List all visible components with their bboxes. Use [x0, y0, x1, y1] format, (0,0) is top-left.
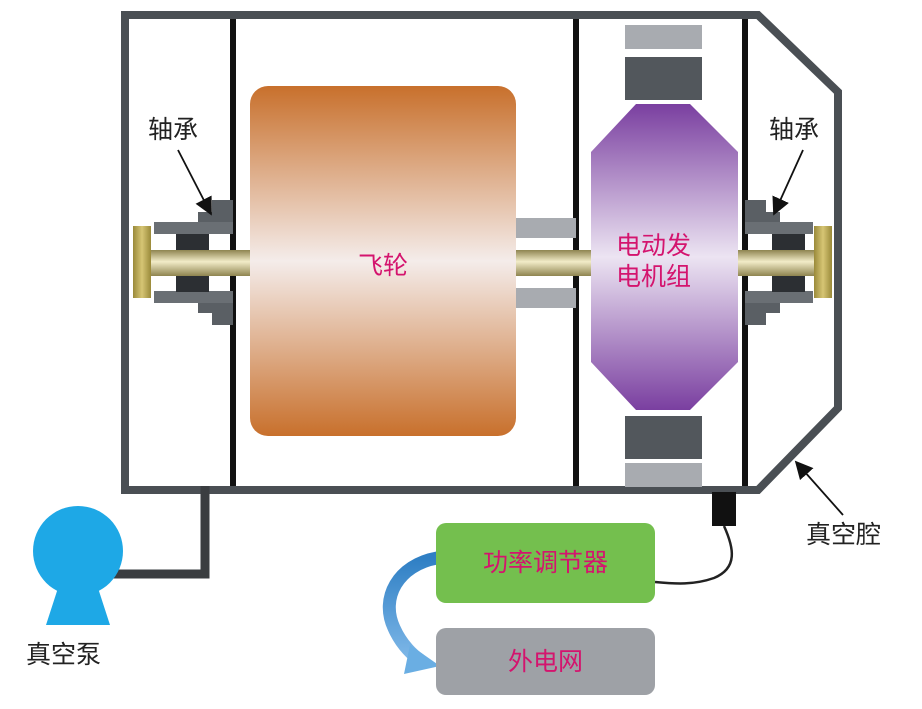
external-grid-label: 外电网 — [507, 646, 583, 676]
sensor-block — [712, 492, 736, 526]
bearing-left — [154, 200, 233, 325]
stator-top-light — [625, 25, 702, 49]
power-flow-arrow — [382, 551, 444, 667]
flywheel — [250, 86, 516, 436]
shaft-cap-left — [133, 226, 151, 298]
pointer-bearing-left — [177, 149, 212, 216]
pointer-vacuum-chamber — [794, 460, 844, 516]
shaft-cap-right — [814, 226, 832, 298]
motor-generator — [591, 104, 738, 410]
vacuum-pump — [33, 506, 123, 625]
external-grid-box: 外电网 — [436, 628, 655, 695]
bearing-right-label: 轴承 — [769, 115, 820, 144]
pump-pipe — [105, 486, 210, 579]
motor-generator-label-line1: 电动发 — [616, 231, 692, 260]
motor-generator-label: 电动发 电机组 — [616, 230, 691, 293]
stator-bottom-dark — [625, 416, 702, 459]
flywheel-label: 飞轮 — [358, 251, 409, 280]
vacuum-chamber-label: 真空腔 — [806, 520, 882, 549]
bearing-right — [745, 200, 813, 325]
motor-generator-label-line2: 电机组 — [616, 262, 692, 292]
stator-bottom-light — [625, 463, 702, 487]
power-flow-arrowhead — [404, 645, 440, 674]
bearing-left-label: 轴承 — [148, 115, 199, 144]
sensor-cable — [654, 525, 734, 585]
vacuum-pump-label: 真空泵 — [26, 640, 102, 669]
pointer-bearing-right — [772, 149, 804, 216]
power-regulator-box: 功率调节器 — [436, 523, 655, 603]
stator-top-dark — [625, 57, 702, 100]
coupling-top — [516, 218, 576, 238]
power-regulator-label: 功率调节器 — [482, 548, 608, 578]
coupling-bottom — [516, 288, 576, 308]
vacuum-chamber-frame — [121, 11, 842, 494]
